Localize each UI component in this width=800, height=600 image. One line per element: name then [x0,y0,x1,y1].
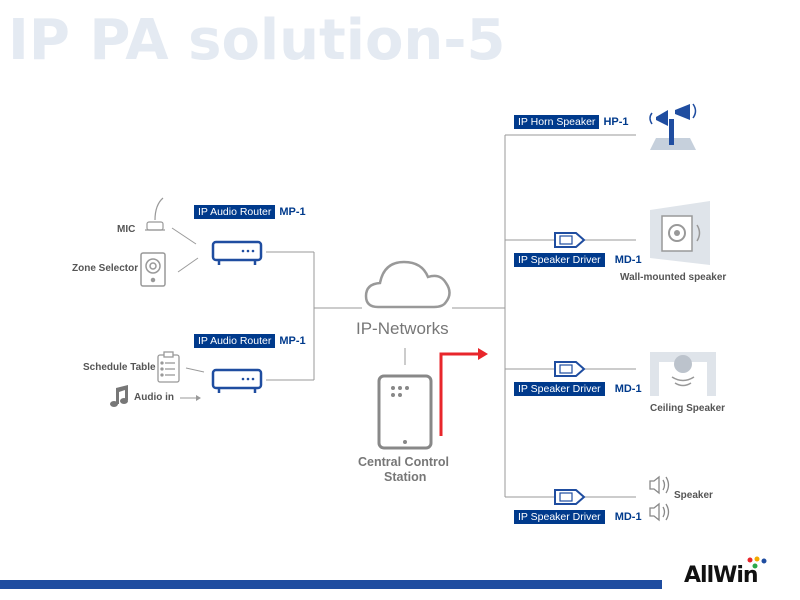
music-note-icon [110,385,128,407]
audio-in-label: Audio in [134,392,174,403]
speaker-driver-icon [554,361,586,377]
router-model: MP-1 [279,335,306,347]
speaker-icon [649,502,670,522]
speaker-driver-model: MD-1 [614,511,642,523]
speaker-driver-tag: IP Speaker Driver MD-1 [514,510,642,524]
wall-speaker-icon [650,201,710,265]
zone-selector-icon [140,252,166,287]
ceiling-speaker-label: Ceiling Speaker [650,403,726,414]
audio-in-arrow [196,395,201,401]
red-arrow [439,352,480,436]
router-tag-label: IP Audio Router [194,334,276,348]
logo-dots [747,556,767,569]
speaker-driver-tag-label: IP Speaker Driver [514,253,605,267]
speaker-driver-tag: IP Speaker Driver MD-1 [514,382,642,396]
speaker-driver-model: MD-1 [614,383,642,395]
control-station-label-line2: Station [384,470,427,484]
horn-speaker-tag: IP Horn Speaker HP-1 [514,115,629,129]
control-station-label-line1: Central Control [358,455,449,469]
tablet-icon [377,374,433,450]
speaker-driver-tag-label: IP Speaker Driver [514,382,605,396]
horn-speaker-tag-label: IP Horn Speaker [514,115,600,129]
speaker-driver-icon [554,232,586,248]
microphone-icon [145,197,165,231]
router-tag: IP Audio Router MP-1 [194,334,306,348]
speaker-driver-tag: IP Speaker Driver MD-1 [514,253,642,267]
router-device-icon [211,368,263,393]
footer-bar [0,580,662,589]
page-title: IP PA solution-5 [8,8,506,73]
speaker-driver-tag-label: IP Speaker Driver [514,510,605,524]
speaker-driver-model: MD-1 [614,254,642,266]
router-device-icon [211,240,263,265]
horn-speaker-icon [649,103,697,150]
cloud-icon [364,260,451,309]
red-arrow-head [478,348,488,360]
horn-speaker-model: HP-1 [603,116,629,128]
schedule-table-label: Schedule Table [83,362,156,373]
router-model: MP-1 [279,206,306,218]
router-tag: IP Audio Router MP-1 [194,205,306,219]
zone-selector-label: Zone Selector [72,263,139,274]
network-label: IP-Networks [356,319,449,338]
wall-speaker-label: Wall-mounted speaker [620,272,727,283]
speaker-icon [649,475,670,495]
schedule-table-icon [157,351,180,383]
mic-label: MIC [117,224,136,235]
ceiling-speaker-icon [650,352,716,396]
speaker-driver-icon [554,489,586,505]
brand-logo: AllWin [684,563,759,588]
router-tag-label: IP Audio Router [194,205,276,219]
speaker-label: Speaker [674,490,713,501]
